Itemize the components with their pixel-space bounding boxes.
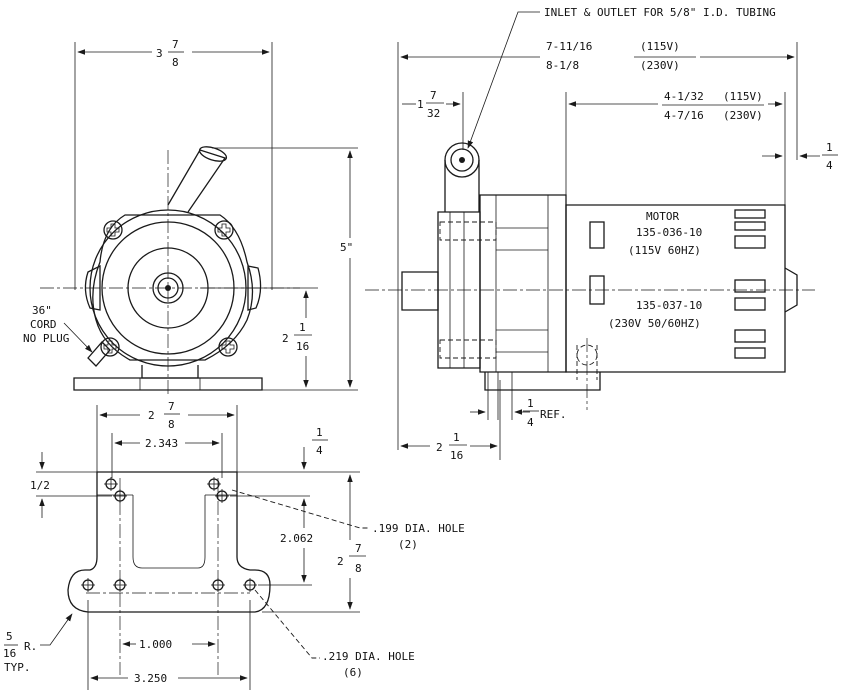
front-axis-whole: 2 [282,332,289,345]
pump-head-side [401,194,601,391]
hole-219-qty: (6) [343,666,363,679]
base-top-whole: 2 [148,409,155,422]
shaft-num: 1 [826,141,833,154]
cord-callout-line2: CORD [30,318,57,331]
inlet-tube-angled [167,146,228,213]
motor-length-230v: 4-7/16 [664,109,704,122]
front-height: 5" [340,241,353,254]
base-depth: 2.062 [280,532,313,545]
base-spacing-outer: 3.250 [134,672,167,685]
base-half-dim: 1/2 [30,479,50,492]
base-offset-whole: 2 [436,441,443,454]
base-height-whole: 2 [337,555,344,568]
base-offset-den: 16 [450,449,463,462]
cord-callout-line3: NO PLUG [23,332,69,345]
motor-length-230v-note: (230V) [723,109,763,122]
overall-115v-note: (115V) [640,40,680,53]
base-top-num: 7 [168,400,175,413]
motor-length-115v-note: (115V) [723,90,763,103]
shaft-den: 4 [826,159,833,172]
motor-115v-part: 135-036-10 [636,226,702,239]
base-edge-num: 1 [316,426,323,439]
front-width-whole: 3 [156,47,163,60]
inlet-offset-whole: 1 [417,98,424,111]
inlet-offset-num: 7 [430,89,437,102]
front-axis-num: 1 [299,321,306,334]
overall-230v-note: (230V) [640,59,680,72]
base-edge-den: 4 [316,444,323,457]
base-height-num: 7 [355,542,362,555]
base-plan-view: 2 7 8 2.343 [3,400,465,690]
radius-den: 16 [3,647,16,660]
motor-230v-spec: (230V 50/60HZ) [608,317,701,330]
hole-199-callout: .199 DIA. HOLE [372,522,465,535]
radius-typ: TYP. [4,661,31,674]
base-holes [81,477,257,592]
motor-body [565,204,798,410]
radius-suffix: R. [24,640,37,653]
overall-230v: 8-1/8 [546,59,579,72]
overall-115v: 7-11/16 [546,40,592,53]
front-width-num: 7 [172,38,179,51]
front-view: 3 7 8 5" 2 1 16 [23,38,358,395]
tubing-callout: INLET & OUTLET FOR 5/8" I.D. TUBING [544,6,776,19]
pump-body-front [73,209,263,391]
cord-callout-line1: 36" [32,304,52,317]
base-spacing-inner: 1.000 [139,638,172,651]
inlet-port-side [444,142,480,212]
base-offset-num: 1 [453,431,460,444]
foot-num: 1 [527,397,534,410]
radius-num: 5 [6,630,13,643]
hole-199-qty: (2) [398,538,418,551]
base-top-den: 8 [168,418,175,431]
base-plate-outline [67,471,271,675]
base-hole-spacing-top: 2.343 [145,437,178,450]
motor-label: MOTOR [646,210,679,223]
base-height-den: 8 [355,562,362,575]
foot-den: 4 [527,416,534,429]
inlet-offset-den: 32 [427,107,440,120]
front-width-den: 8 [172,56,179,69]
motor-115v-spec: (115V 60HZ) [628,244,701,257]
foot-ref: REF. [540,408,567,421]
front-axis-den: 16 [296,340,309,353]
side-view: INLET & OUTLET FOR 5/8" I.D. TUBING 7-11… [365,6,838,462]
motor-length-115v: 4-1/32 [664,90,704,103]
hole-219-callout: .219 DIA. HOLE [322,650,415,663]
motor-230v-part: 135-037-10 [636,299,702,312]
